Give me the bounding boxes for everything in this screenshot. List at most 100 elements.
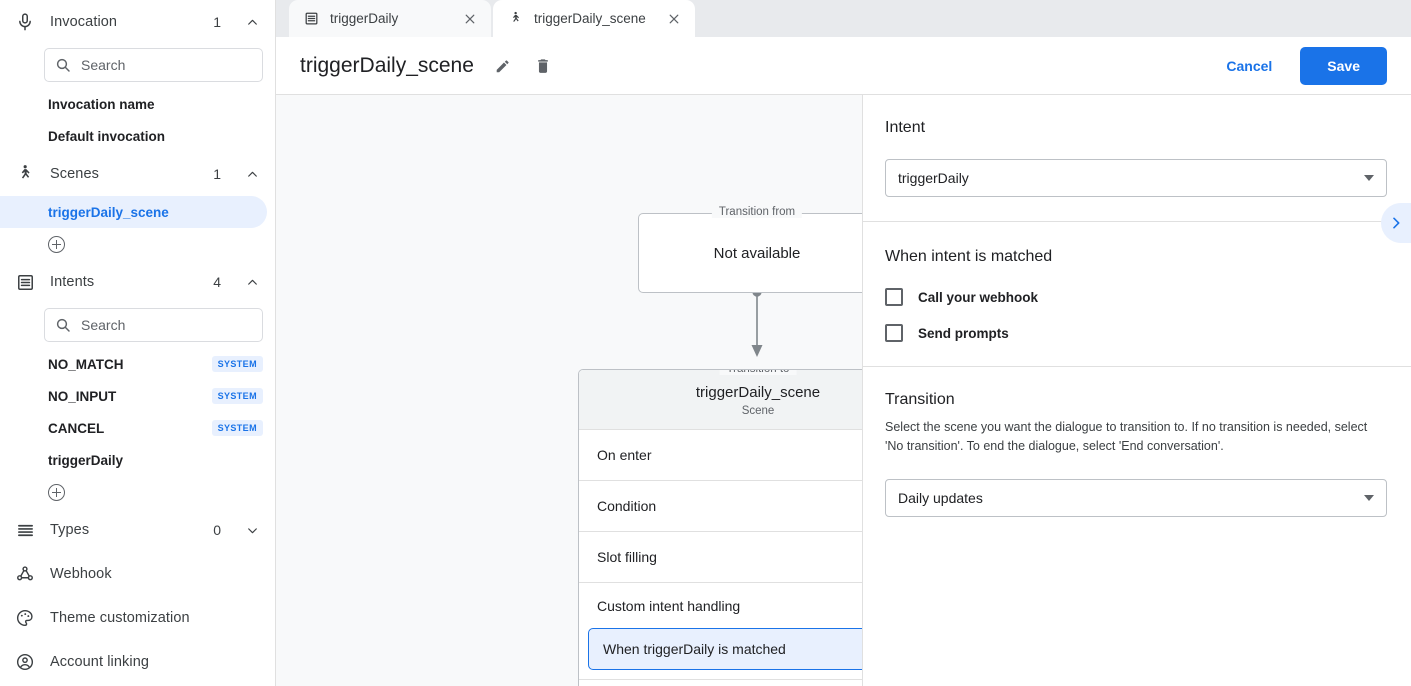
checkbox-label: Send prompts [918,325,1009,341]
chevron-up-icon [245,275,259,289]
sidebar-item-label: Theme customization [50,610,190,626]
sidebar-item-default-invocation[interactable]: Default invocation [0,120,275,152]
intent-handler-label: When triggerDaily is matched [603,641,786,657]
sidebar-group-scenes[interactable]: Scenes 1 [0,152,275,196]
chevron-down-icon [245,523,259,537]
scene-row-custom-intent-handling[interactable]: Custom intent handling + [579,583,862,628]
scene-node-title: triggerDaily_scene [695,384,821,401]
sidebar-group-count: 0 [213,522,221,538]
cancel-button[interactable]: Cancel [1212,49,1286,83]
intent-properties-panel: Intent triggerDaily When intent is match… [862,95,1411,686]
sidebar-item-label: NO_MATCH [48,356,124,372]
pencil-icon[interactable] [492,55,514,77]
sidebar-group-label: Scenes [50,166,99,182]
sidebar-item-label: CANCEL [48,420,105,436]
tab-triggerdaily-scene[interactable]: triggerDaily_scene [493,0,695,37]
plus-circle-icon [48,483,65,501]
chevron-up-icon [245,15,259,29]
intents-list-icon [303,11,319,27]
types-lines-icon [14,519,36,541]
tab-bar: triggerDaily triggerDaily_scene [276,0,1411,37]
sidebar-item-label: triggerDaily [48,452,124,468]
status-badge: SYSTEM [211,356,263,372]
sidebar-group-label: Types [50,522,90,538]
page-title: triggerDaily_scene [300,53,474,77]
checkbox-send-prompts[interactable]: Send prompts [885,324,1387,342]
intents-search-input[interactable]: Search [44,308,263,342]
tab-label: triggerDaily [330,11,399,26]
save-button[interactable]: Save [1300,46,1387,85]
intent-section: Intent triggerDaily [863,95,1411,222]
account-circle-icon [14,651,36,673]
scene-row-slot-filling[interactable]: Slot filling + [579,532,862,583]
intent-handler-chip[interactable]: When triggerDaily is matched [588,628,862,670]
invocation-search-input[interactable]: Search [44,48,263,82]
sidebar-group-count: 1 [213,14,221,30]
custom-intent-handler-list: When triggerDaily is matched [579,628,862,680]
sidebar-item-webhook[interactable]: Webhook [0,552,275,596]
transition-section: Transition Select the scene you want the… [863,367,1411,541]
transition-select[interactable]: Daily updates [885,478,1387,517]
sidebar-group-types[interactable]: Types 0 [0,508,275,552]
sidebar-item-label: Default invocation [48,128,166,144]
sidebar-group-count: 1 [213,166,221,182]
content-area: triggerDaily triggerDaily_scene [276,0,1411,686]
sidebar-item-triggerdaily[interactable]: triggerDaily [0,444,275,476]
checkbox-box[interactable] [885,324,903,342]
scene-node-subtitle: Scene [741,405,775,417]
when-intent-matched-heading: When intent is matched [885,248,1053,265]
tab-label: triggerDaily_scene [534,11,646,26]
sidebar-item-theme-customization[interactable]: Theme customization [0,596,275,640]
intents-search-placeholder: Search [81,317,126,333]
chevron-right-icon[interactable] [1381,203,1411,243]
when-intent-matched-section: When intent is matched Call your webhook… [863,222,1411,367]
sidebar-item-triggerdaily-scene[interactable]: triggerDaily_scene [0,196,267,228]
checkbox-label: Call your webhook [918,289,1039,305]
sidebar-item-account-linking[interactable]: Account linking [0,640,275,684]
webhook-nodes-icon [14,563,36,585]
scene-walk-icon [507,11,523,27]
scene-row-on-enter[interactable]: On enter + [579,430,862,481]
sidebar-group-intents[interactable]: Intents 4 [0,260,275,304]
scene-row-system-intent-handling[interactable]: System intent handling + [579,680,862,686]
transition-section-description: Select the scene you want the dialogue t… [885,420,1368,454]
checkbox-call-your-webhook[interactable]: Call your webhook [885,288,1387,306]
scene-walk-icon [14,163,36,185]
add-scene-button[interactable] [0,228,275,260]
sidebar-item-invocation-name[interactable]: Invocation name [0,88,275,120]
sidebar-group-label: Invocation [50,14,118,30]
left-sidebar: Invocation 1 Search Invocation name Defa… [0,0,276,686]
close-icon[interactable] [462,11,478,27]
sidebar-group-count: 4 [213,274,221,290]
node-legend: Transition to [719,370,797,375]
scene-node-header: triggerDaily_scene Scene [579,370,862,430]
page-header: triggerDaily_scene Cancel Save [276,37,1411,95]
scene-row-label: Custom intent handling [597,597,741,614]
scene-graph-canvas[interactable]: Transition from Not available Transition… [276,95,862,686]
trash-icon[interactable] [532,55,554,77]
scene-row-label: Slot filling [597,549,657,565]
add-intent-button[interactable] [0,476,275,508]
sidebar-item-no-input[interactable]: NO_INPUT SYSTEM [0,380,275,412]
scene-row-label: Condition [597,498,657,514]
intent-select[interactable]: triggerDaily [885,159,1387,197]
sidebar-group-invocation[interactable]: Invocation 1 [0,0,275,44]
sidebar-item-cancel[interactable]: CANCEL SYSTEM [0,412,275,444]
tab-triggerdaily[interactable]: triggerDaily [289,0,491,37]
sidebar-item-label: Webhook [50,566,112,582]
search-icon [55,317,71,333]
microphone-icon [14,11,36,33]
transition-from-node[interactable]: Transition from Not available [638,206,862,293]
transition-section-heading: Transition [885,391,955,408]
intents-list-icon [14,271,36,293]
close-icon[interactable] [666,11,682,27]
scene-node[interactable]: Transition to triggerDaily_scene Scene O… [578,369,862,686]
checkbox-box[interactable] [885,288,903,306]
sidebar-item-no-match[interactable]: NO_MATCH SYSTEM [0,348,275,380]
scene-row-condition[interactable]: Condition + [579,481,862,532]
invocation-search-placeholder: Search [81,57,126,73]
chevron-down-icon [1364,494,1374,501]
intent-section-heading: Intent [885,119,926,136]
chevron-down-icon [1364,175,1374,181]
